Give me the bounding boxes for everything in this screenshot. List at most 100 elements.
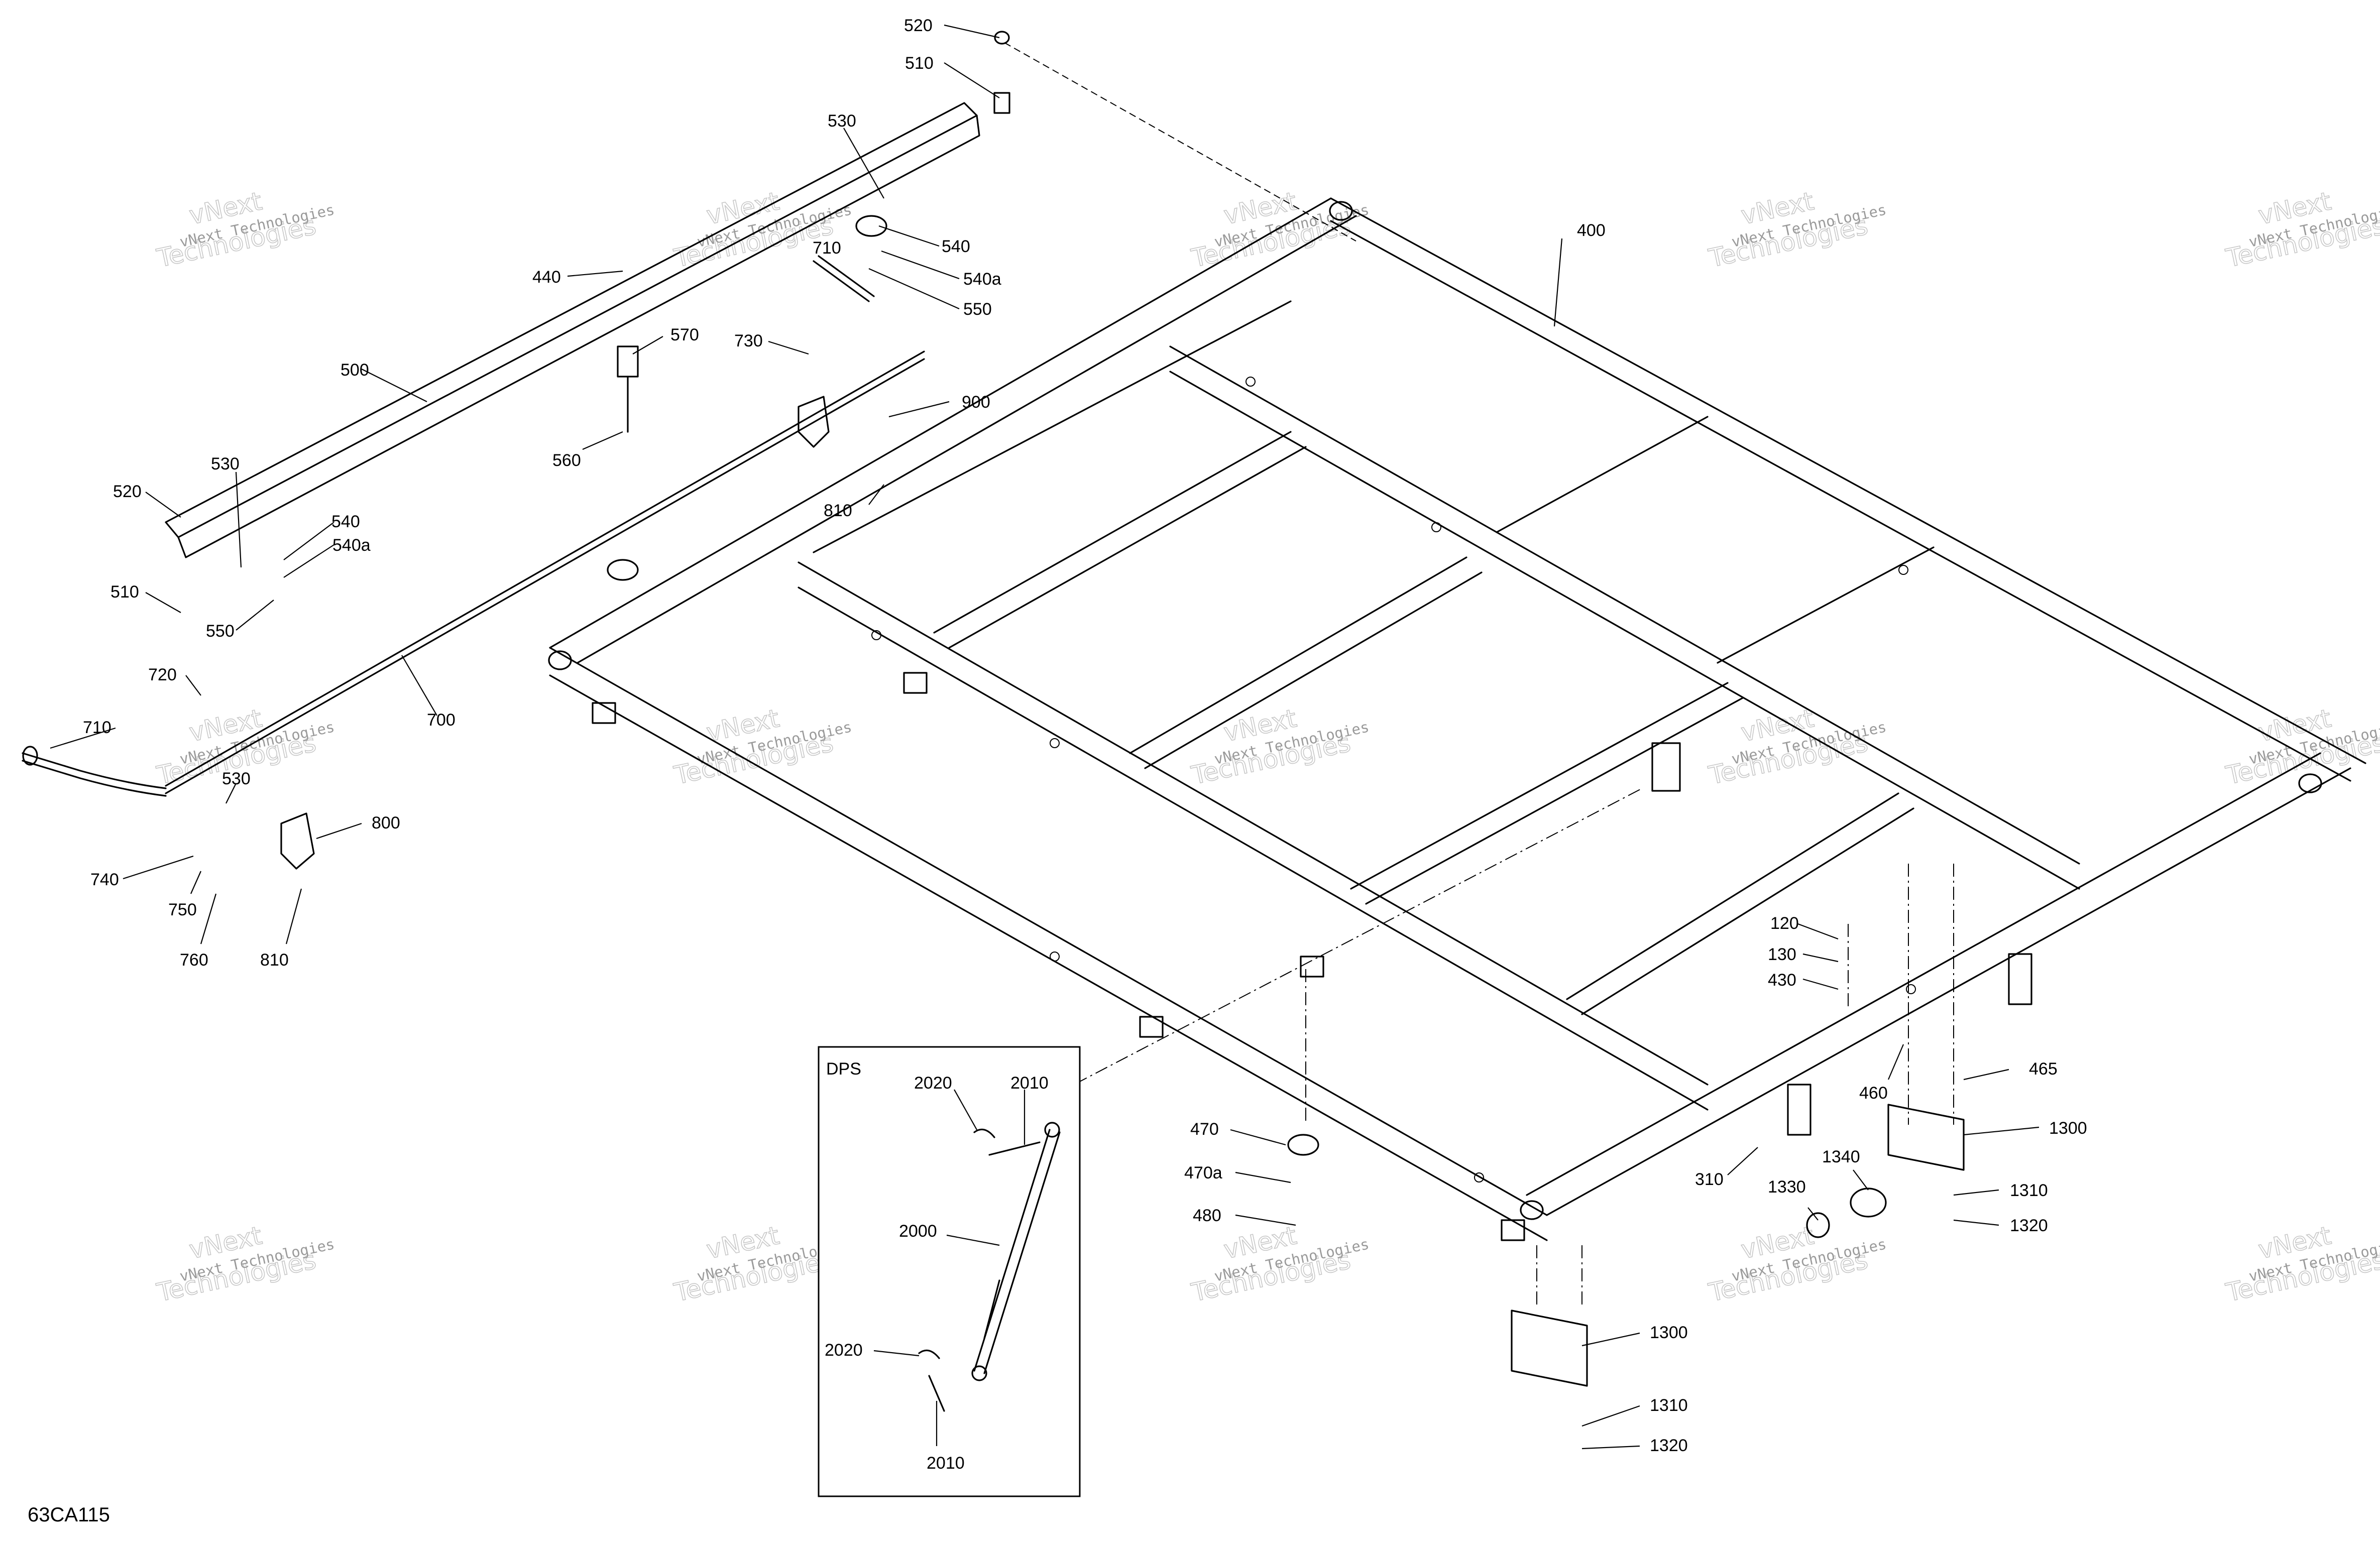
latch-rod-main-edge (165, 358, 925, 794)
watermark-r1c2: vNext Technologies vNext Technologies (671, 186, 853, 274)
leader-line (1853, 1169, 1869, 1191)
callout-510: 510 (110, 582, 139, 602)
callout-760: 760 (180, 951, 208, 970)
frame-rail-right-inner (1526, 752, 2321, 1196)
leader-line (881, 250, 960, 280)
callout-520: 520 (113, 482, 142, 501)
hinge-1300-right (1887, 1104, 1965, 1171)
frame-rail-front-lower (549, 674, 1548, 1241)
frame-cross-7 (813, 300, 1292, 553)
frame-cross-3b (1365, 697, 1744, 905)
watermark-r2c2: vNext Technologies vNext Technologies (671, 703, 853, 791)
frame-long-member-2 (1169, 345, 2080, 865)
callout-900: 900 (962, 393, 990, 412)
callout-1300: 1300 (2049, 1119, 2087, 1138)
leader-line (944, 24, 1000, 39)
leader-line (145, 492, 181, 518)
leader-line (1581, 1405, 1640, 1427)
bolt-510-top (993, 92, 1010, 114)
callout-430: 430 (1768, 971, 1796, 990)
frame-bracket (592, 702, 616, 724)
leader-line (1953, 1189, 1999, 1196)
watermark-r2c3: vNext Technologies vNext Technologies (1188, 703, 1371, 791)
bushing-570 (617, 345, 639, 378)
callout-1320: 1320 (2010, 1216, 2048, 1235)
watermark-r2c5: vNext Technologies vNext Technologies (2223, 703, 2380, 791)
frame-cross-2 (1129, 556, 1467, 754)
alignment-lines (1004, 42, 1954, 1305)
callout-2010: 2010 (1010, 1074, 1049, 1093)
seal-1330 (1806, 1212, 1830, 1238)
leader-line (1802, 978, 1839, 990)
frame-hole (871, 630, 881, 640)
frame-bracket (1787, 1084, 1811, 1136)
frame-hole (1050, 952, 1060, 962)
frame-bracket (1501, 1219, 1525, 1241)
gas-strut-2000-cylinder (983, 1279, 1000, 1339)
leader-line (190, 871, 202, 894)
watermark-r1c4: vNext Technologies vNext Technologies (1706, 186, 1888, 274)
bracket-900 (798, 396, 830, 448)
dps-inset-frame (818, 1046, 1081, 1497)
leader-line (1235, 1171, 1291, 1183)
rod-710-top-edge (818, 255, 875, 297)
frame-rail-right (1546, 767, 2351, 1216)
gas-strut-bottom-eye (971, 1365, 987, 1381)
rod-710-top (813, 260, 870, 302)
callout-810: 810 (824, 501, 852, 520)
leader-line (868, 268, 960, 310)
frame-cross-4 (1566, 792, 1899, 1000)
callout-570: 570 (670, 325, 699, 344)
leader-line (768, 340, 809, 355)
frame-long-member-1b (798, 586, 1709, 1111)
leader-line (236, 600, 274, 631)
leader-line (1581, 1332, 1640, 1347)
callout-800: 800 (372, 813, 400, 833)
leader-line (954, 1089, 977, 1130)
callout-leaders (50, 24, 2039, 1450)
watermark-r3c1: vNext Technologies vNext Technologies (154, 1221, 336, 1308)
callout-470a: 470a (1184, 1163, 1222, 1182)
frame-cross-1b (948, 446, 1307, 649)
callout-550: 550 (206, 622, 235, 641)
leader-line (285, 888, 302, 944)
leader-line (888, 401, 950, 418)
callout-130: 130 (1768, 945, 1796, 964)
callout-700: 700 (427, 710, 456, 730)
frame-assembly-400 (548, 197, 2366, 1241)
bumper-470 (1287, 1134, 1319, 1156)
leader-line (200, 893, 217, 944)
alignment-line (1004, 42, 1356, 242)
callout-2010: 2010 (927, 1454, 965, 1473)
frame-hole (1050, 738, 1060, 748)
leader-line (1581, 1445, 1640, 1450)
gas-strut-2000-edge (983, 1131, 1061, 1374)
latch-rod-handle (22, 752, 167, 789)
callout-1300: 1300 (1650, 1323, 1688, 1342)
callout-labels: 520 510 530 540 540a 550 440 710 570 730… (83, 16, 2087, 1455)
leader-line (50, 727, 116, 749)
frame-hole (1898, 565, 1908, 575)
frame-long-member-2b (1169, 371, 2080, 890)
frame-tube-end-back (1329, 201, 1353, 221)
leader-line (843, 128, 884, 199)
callout-2020: 2020 (825, 1341, 863, 1360)
leader-line (944, 62, 1000, 98)
callout-2000: 2000 (899, 1222, 937, 1241)
callout-440: 440 (532, 268, 561, 287)
callout-310: 310 (1695, 1170, 1724, 1189)
frame-cross-2b (1144, 571, 1483, 769)
callout-530: 530 (828, 111, 856, 131)
leader-line (582, 431, 623, 450)
hinge-1300-bottom (1511, 1310, 1588, 1387)
bumper-540-left (607, 559, 639, 581)
frame-tube-end-front (1520, 1200, 1544, 1220)
frame-rail-back-lower (1330, 220, 2351, 782)
frame-tube-end-left (548, 650, 572, 670)
frame-cross-3 (1350, 682, 1729, 890)
callout-810: 810 (260, 951, 289, 970)
callout-1330: 1330 (1768, 1177, 1806, 1197)
callout-400: 400 (1577, 221, 1606, 240)
callout-560: 560 (552, 451, 581, 470)
callout-1340: 1340 (1822, 1147, 1860, 1166)
